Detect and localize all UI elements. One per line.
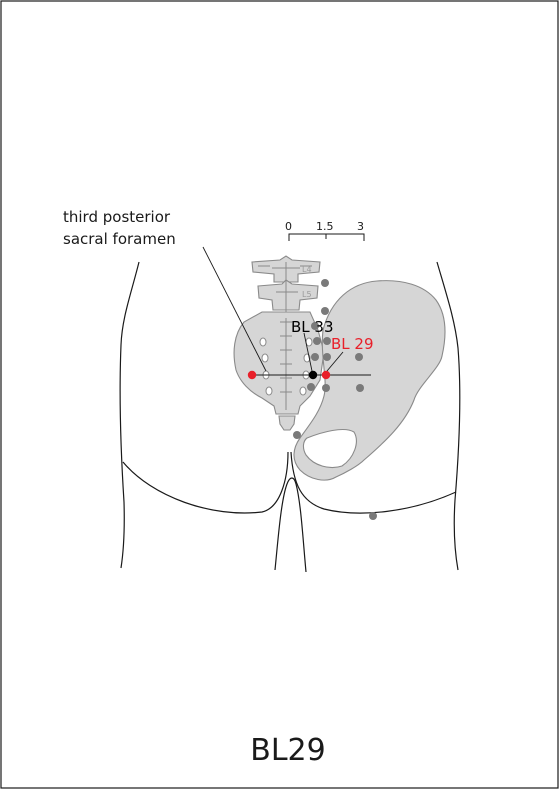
acupoint-dot [307,383,315,391]
acupoint-dot [311,353,319,361]
scale-tick-3: 3 [357,220,364,233]
acupoint-dot [369,512,377,520]
acupoint-dot [323,337,331,345]
acupoint-dot [356,384,364,392]
bl29-point [322,371,330,379]
foramen-s2-left [262,354,268,362]
vertebra-label-l4: L4 [302,265,312,274]
bl29-label: BL 29 [331,335,374,353]
acupoint-dot [323,353,331,361]
acupoint-dot [321,279,329,287]
foramen-s1-left [260,338,266,346]
bl33-label: BL 33 [291,318,334,336]
acupoint-dot [293,431,301,439]
scale-tick-1-5: 1.5 [316,220,334,233]
foramen-s4-left [266,387,272,395]
annotation-line-1: third posterior [63,208,171,226]
acupoint-dot [313,337,321,345]
acupoint-dot [322,384,330,392]
annotation-line-2: sacral foramen [63,230,176,248]
acupoint-dot [321,307,329,315]
figure-caption: BL29 [250,733,325,768]
acupoint-dot [355,353,363,361]
bl29-left-point [248,371,256,379]
scale-tick-0: 0 [285,220,292,233]
vertebra-label-l5: L5 [302,290,312,299]
foramen-s4-right [300,387,306,395]
bl33-point [309,371,317,379]
